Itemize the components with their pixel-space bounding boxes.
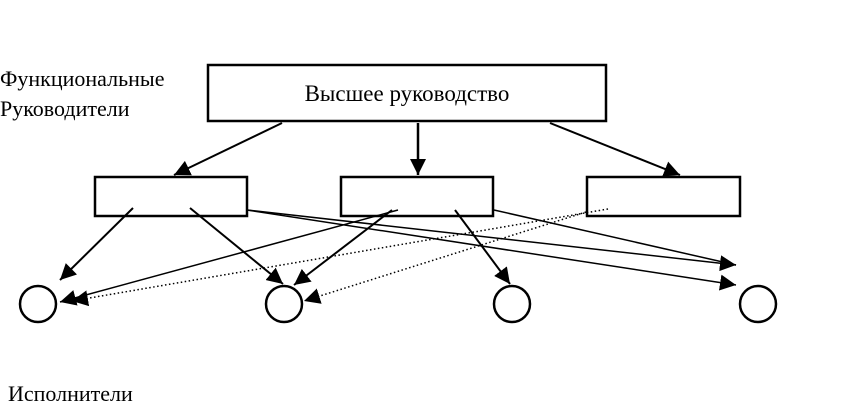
- arrow-m1-to-executor-2: [189, 207, 284, 285]
- arrow-m2-to-executor-1: [59, 209, 399, 306]
- arrow-m1-to-executor-1: [59, 207, 134, 281]
- functional-managers-label: Функциональные Руководители: [0, 64, 164, 124]
- arrow-m2-to-executor-2: [293, 209, 393, 286]
- functional-managers-label-line1: Функциональные: [0, 66, 165, 91]
- arrow-m1-to-executor-4a: [246, 209, 737, 272]
- arrow-top-to-manager-3: [549, 122, 681, 177]
- executor-circle-2: [264, 284, 304, 324]
- functional-managers-label-line2: Руководители: [0, 96, 130, 121]
- executor-circle-3: [492, 284, 532, 324]
- executor-circle-4: [738, 284, 778, 324]
- arrow-m2-to-executor-3: [454, 209, 511, 285]
- dotted-arrow-m3-to-executor-1: [71, 208, 609, 307]
- arrow-m2-to-executor-4: [493, 209, 737, 266]
- dotted-arrow-m3-to-executor-2: [303, 211, 587, 304]
- top-management-box: Высшее руководство: [206, 63, 608, 123]
- executor-circle-1: [18, 284, 58, 324]
- functional-manager-box-1: [93, 175, 249, 218]
- executors-label: Исполнители: [8, 381, 133, 406]
- functional-manager-box-3: [585, 175, 742, 218]
- arrow-top-to-manager-1: [173, 122, 283, 176]
- functional-manager-box-2: [339, 175, 495, 218]
- top-management-label: Высшее руководство: [305, 81, 510, 106]
- arrow-m1-to-executor-4b: [246, 209, 737, 291]
